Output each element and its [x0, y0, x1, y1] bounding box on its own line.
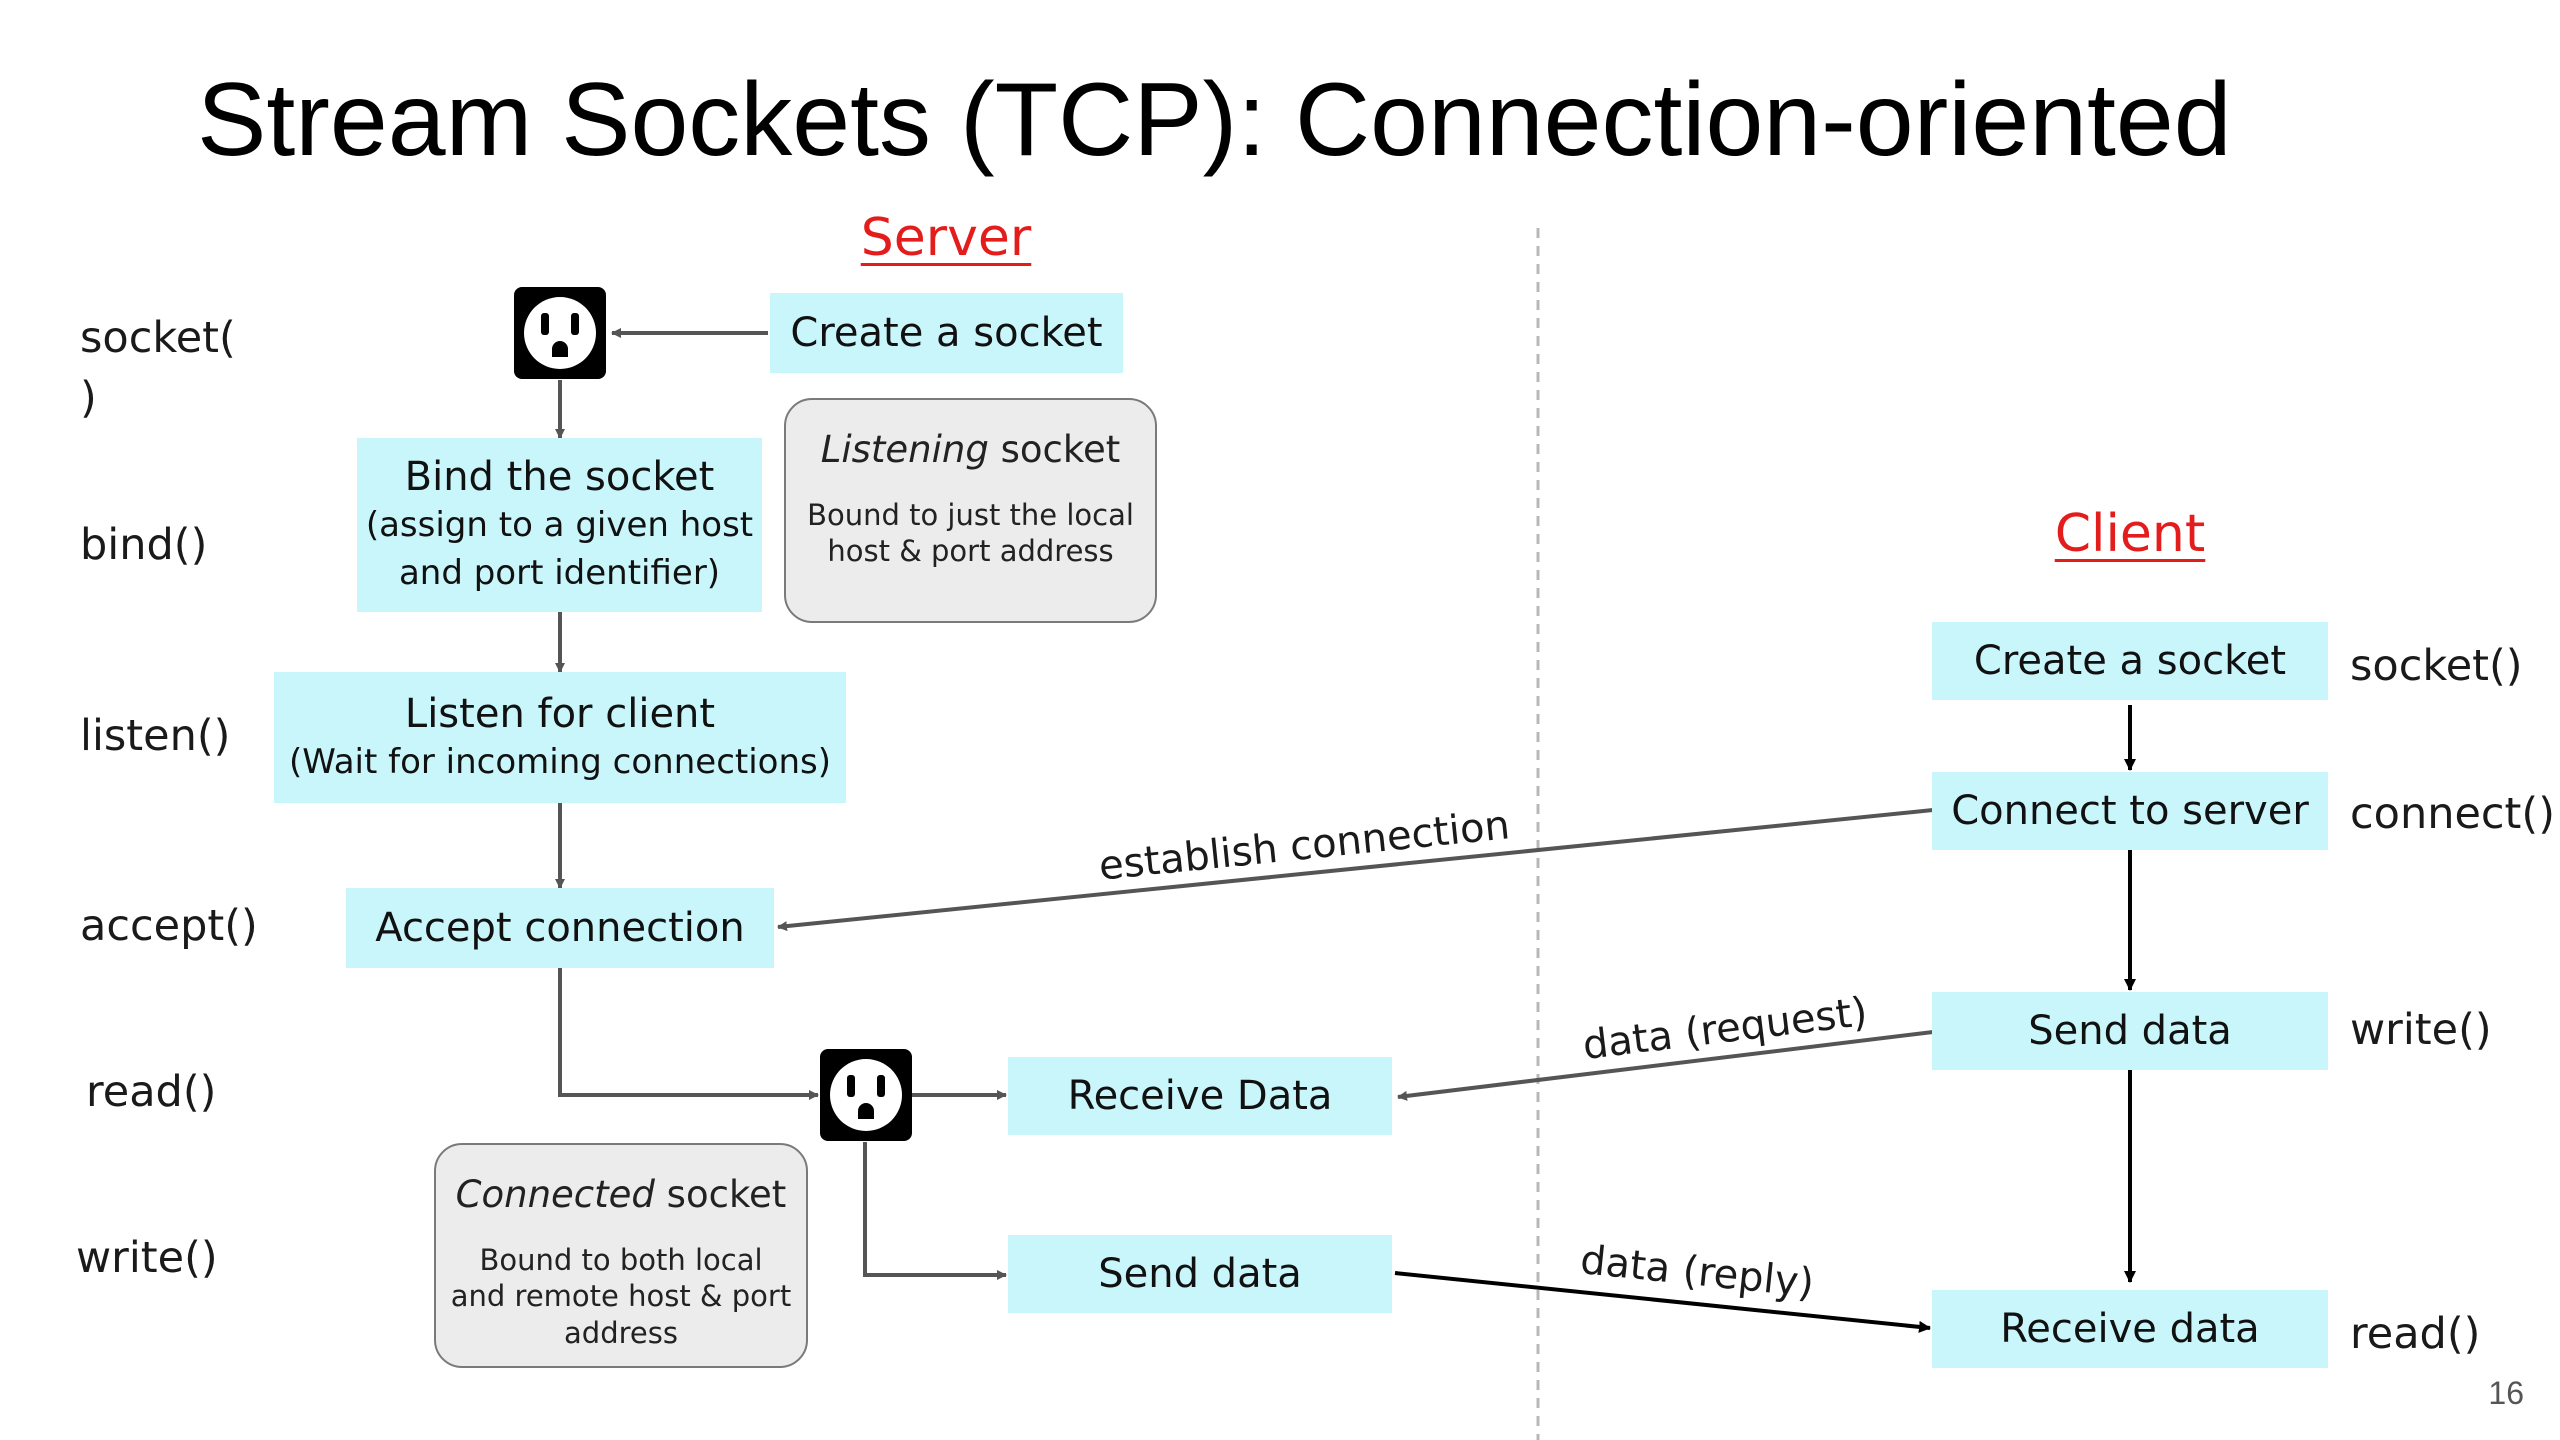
listening-note-heading-rest: socket: [988, 428, 1121, 471]
connected-note-heading: Connected socket: [436, 1173, 806, 1216]
server-send-data-box: Send data: [1008, 1235, 1392, 1313]
fn-label-client-connect: connect(): [2350, 789, 2555, 839]
listen-sub-label: (Wait for incoming connections): [289, 741, 831, 782]
fn-label-socket: socket( ): [80, 313, 236, 424]
listening-socket-icon: power-outlet-icon: [514, 287, 606, 379]
listening-socket-note: Listening socket Bound to just the local…: [784, 398, 1157, 623]
listen-main-label: Listen for client: [404, 690, 716, 737]
bind-sub-line-1: (assign to a given host: [365, 505, 754, 546]
fn-label-listen: listen(): [80, 711, 231, 761]
connected-socket-note: Connected socket Bound to both local and…: [434, 1143, 808, 1368]
slide-title: Stream Sockets (TCP): Connection-oriente…: [197, 62, 2232, 178]
fn-label-bind: bind(): [80, 520, 208, 570]
listening-note-heading: Listening socket: [786, 428, 1155, 471]
fn-label-client-read: read(): [2350, 1309, 2481, 1359]
bind-sub-line-2: and port identifier): [398, 553, 721, 593]
client-receive-data-label: Receive data: [2000, 1306, 2260, 1352]
listening-note-description: Bound to just the local host & port addr…: [807, 498, 1134, 569]
server-accept-box: Accept connection: [346, 888, 774, 968]
server-receive-data-box: Receive Data: [1008, 1057, 1392, 1135]
client-send-data-label: Send data: [2028, 1008, 2232, 1054]
fn-label-client-write: write(): [2350, 1005, 2492, 1055]
arrow-data-request: [1397, 1030, 1934, 1101]
server-create-socket-label: Create a socket: [790, 310, 1103, 356]
server-bind-box: Bind the socket (assign to a given host …: [357, 438, 762, 612]
connected-note-heading-rest: socket: [654, 1173, 787, 1216]
bind-main-label: Bind the socket: [404, 454, 715, 501]
listening-note-emphasis: Listening: [820, 428, 989, 471]
fn-label-write: write(): [76, 1233, 218, 1283]
connected-note-emphasis: Connected: [455, 1173, 655, 1216]
arrow-socket-to-send: [863, 1142, 1007, 1280]
connected-note-description: Bound to both local and remote host & po…: [450, 1243, 792, 1350]
fn-label-read: read(): [86, 1067, 217, 1117]
accept-label: Accept connection: [375, 905, 745, 951]
client-heading: Client: [2054, 504, 2206, 564]
client-connect-label: Connect to server: [1951, 788, 2309, 834]
client-send-data-box: Send data: [1932, 992, 2328, 1070]
arrow-establish-connection: [777, 808, 1934, 932]
connected-socket-icon: power-outlet-icon: [820, 1049, 912, 1141]
server-heading: Server: [860, 208, 1032, 268]
server-create-socket-box: Create a socket: [770, 293, 1123, 373]
fn-label-accept: accept(): [80, 901, 258, 951]
arrow-accept-to-connected-socket: [558, 968, 819, 1100]
page-number: 16: [2488, 1375, 2524, 1411]
server-listen-box: Listen for client (Wait for incoming con…: [274, 672, 846, 803]
client-create-socket-label: Create a socket: [1973, 638, 2287, 684]
client-connect-box: Connect to server: [1932, 772, 2328, 850]
fn-label-client-socket: socket(): [2350, 641, 2523, 691]
client-create-socket-box: Create a socket: [1932, 622, 2328, 700]
client-receive-data-box: Receive data: [1932, 1290, 2328, 1368]
arrow-data-reply: [1394, 1271, 1931, 1333]
server-send-data-label: Send data: [1098, 1251, 1302, 1297]
server-receive-data-label: Receive Data: [1067, 1073, 1333, 1119]
